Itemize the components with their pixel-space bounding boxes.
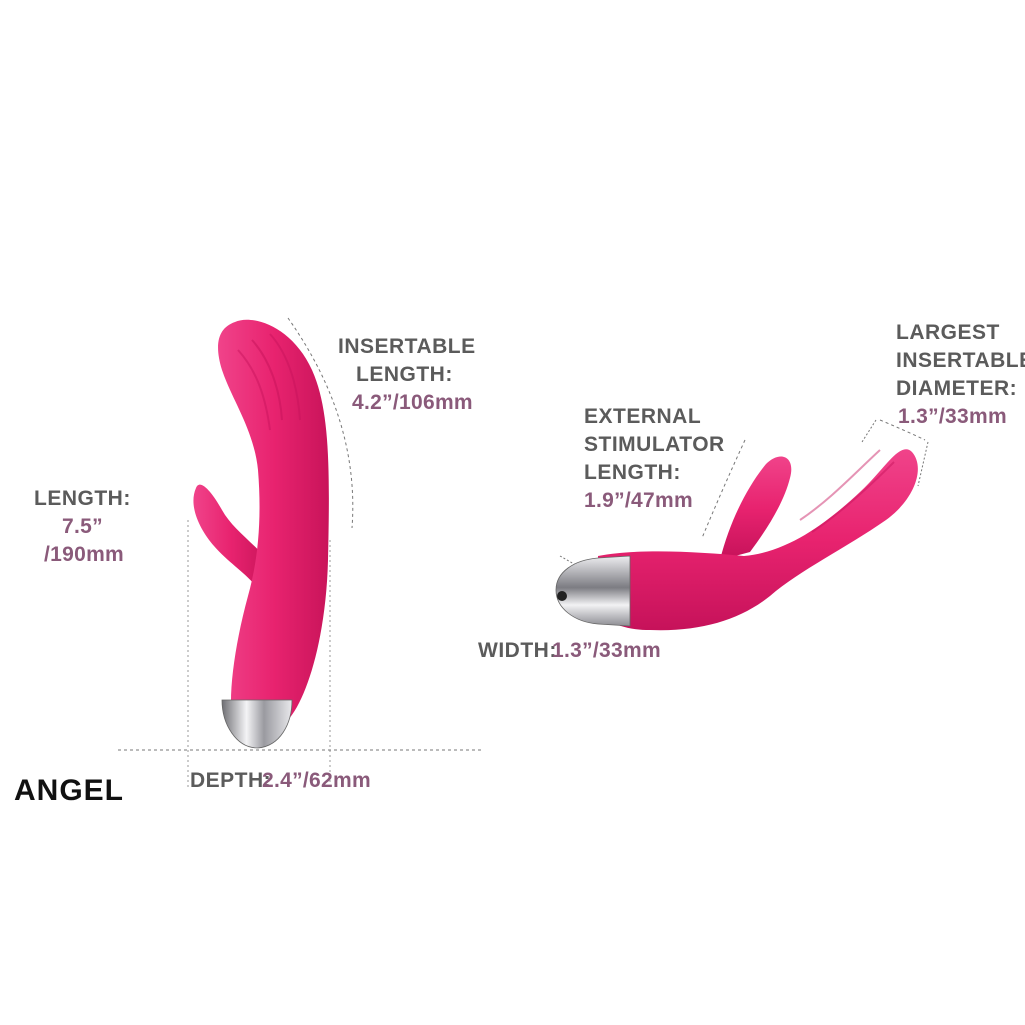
depth-label: DEPTH: [190, 769, 272, 792]
diameter-value: 1.3”/33mm [898, 405, 1007, 428]
diameter-label-2: INSERTABLE [896, 349, 1025, 372]
upright-stimulator-arm [193, 484, 268, 586]
insertable-length-guide [287, 317, 354, 529]
insertable-length-label-2: LENGTH: [356, 363, 453, 386]
diameter-label-1: LARGEST [896, 321, 1000, 344]
width-label: WIDTH: [478, 639, 557, 662]
stimulator-length-value: 1.9”/47mm [584, 489, 693, 512]
horizontal-view [555, 419, 929, 631]
upright-chrome-cap [221, 699, 293, 749]
depth-value: 2.4”/62mm [262, 769, 371, 792]
horizontal-stimulator-arm [720, 456, 792, 560]
upright-view [118, 317, 482, 790]
length-value-inches: 7.5” [62, 515, 103, 538]
horizontal-chrome-cap [555, 555, 631, 627]
stimulator-length-label-3: LENGTH: [584, 461, 681, 484]
insertable-length-value: 4.2”/106mm [352, 391, 473, 414]
stimulator-length-guide [701, 439, 746, 539]
length-label: LENGTH: [34, 487, 131, 510]
width-value: 1.3”/33mm [552, 639, 661, 662]
product-name: ANGEL [14, 774, 124, 807]
stimulator-length-label-2: STIMULATOR [584, 433, 725, 456]
insertable-length-label-1: INSERTABLE [338, 335, 476, 358]
upright-main-shaft [218, 319, 329, 720]
stimulator-length-label-1: EXTERNAL [584, 405, 702, 428]
diameter-label-3: DIAMETER: [896, 377, 1018, 400]
horizontal-main-body [598, 449, 918, 631]
diameter-guide [879, 419, 926, 441]
length-value-mm: /190mm [44, 543, 125, 566]
